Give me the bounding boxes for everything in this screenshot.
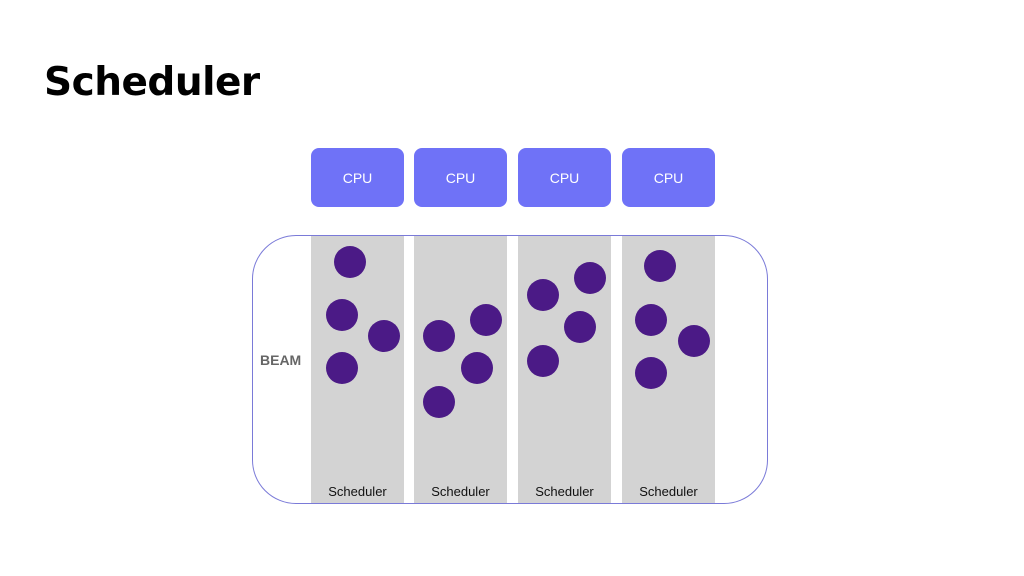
process-dot <box>461 352 493 384</box>
scheduler-column-1: Scheduler <box>311 236 404 503</box>
process-dot <box>644 250 676 282</box>
process-dot <box>326 352 358 384</box>
cpu-box-1: CPU <box>311 148 404 207</box>
process-dot <box>423 320 455 352</box>
process-dot <box>470 304 502 336</box>
process-dot <box>423 386 455 418</box>
beam-label: BEAM <box>260 352 302 368</box>
process-dot <box>678 325 710 357</box>
process-dot <box>564 311 596 343</box>
process-dot <box>368 320 400 352</box>
scheduler-label: Scheduler <box>328 484 387 499</box>
process-dot <box>334 246 366 278</box>
process-dot <box>527 345 559 377</box>
scheduler-column-4: Scheduler <box>622 236 715 503</box>
scheduler-column-3: Scheduler <box>518 236 611 503</box>
slide-title: Scheduler <box>44 60 260 105</box>
process-dot <box>326 299 358 331</box>
scheduler-label: Scheduler <box>431 484 490 499</box>
cpu-box-3: CPU <box>518 148 611 207</box>
scheduler-label: Scheduler <box>639 484 698 499</box>
cpu-box-2: CPU <box>414 148 507 207</box>
process-dot <box>574 262 606 294</box>
process-dot <box>635 304 667 336</box>
beam-container <box>252 235 768 504</box>
process-dot <box>527 279 559 311</box>
scheduler-label: Scheduler <box>535 484 594 499</box>
cpu-box-4: CPU <box>622 148 715 207</box>
process-dot <box>635 357 667 389</box>
scheduler-column-2: Scheduler <box>414 236 507 503</box>
